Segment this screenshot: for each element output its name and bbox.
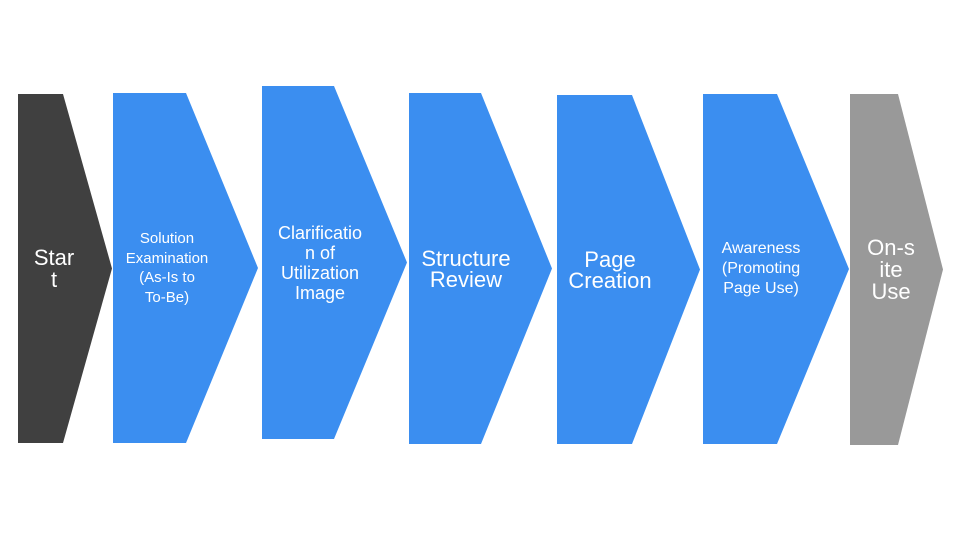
step-label-line: t — [50, 266, 58, 292]
step-label-line: (As-Is to — [139, 269, 195, 286]
step-label-line: Use — [871, 278, 911, 304]
step-label-line: (Promoting — [721, 260, 801, 277]
step-label: Page Creation — [557, 246, 663, 293]
step-label: Clarificatio n of Utilization Image — [262, 223, 378, 303]
step-label-line: On-s — [867, 234, 915, 260]
step-label: Awareness (Promoting Page Use) — [703, 239, 819, 299]
step-label: Solution Examination (As-Is to To-Be) — [113, 229, 221, 307]
step-label-line: Examination — [125, 249, 209, 267]
step-label-line: ite — [879, 256, 903, 282]
step-label: Star t — [18, 244, 90, 292]
process-step-awareness-promoting-page-use: Awareness (Promoting Page Use) — [703, 94, 849, 444]
step-label-line: Creation — [568, 267, 652, 293]
step-label-line: To-Be) — [144, 288, 190, 306]
process-step-solution-examination: Solution Examination (As-Is to To-Be) — [113, 93, 258, 443]
process-step-clarification-of-utilization-image: Clarificatio n of Utilization Image — [262, 86, 407, 439]
process-step-page-creation: Page Creation — [557, 95, 700, 444]
step-label-line: Structure — [421, 245, 511, 271]
step-label: Structure Review — [409, 245, 523, 292]
step-label-line: Clarificatio — [277, 222, 363, 243]
step-label-line: Review — [429, 266, 503, 292]
step-label-line: Image — [294, 282, 346, 303]
step-label-line: Utilization — [280, 262, 360, 283]
step-label-line: Star — [33, 244, 75, 270]
step-label-line: Awareness — [721, 240, 801, 257]
process-step-on-site-use: On-s ite Use — [850, 94, 943, 445]
process-step-start: Star t — [18, 94, 112, 443]
step-label-line: Solution — [139, 230, 195, 247]
step-label-line: Page — [584, 246, 636, 272]
step-label-line: Page Use) — [723, 280, 799, 297]
process-step-structure-review: Structure Review — [409, 93, 552, 444]
step-label-line: n of — [304, 242, 336, 263]
step-label: On-s ite Use — [850, 234, 932, 304]
